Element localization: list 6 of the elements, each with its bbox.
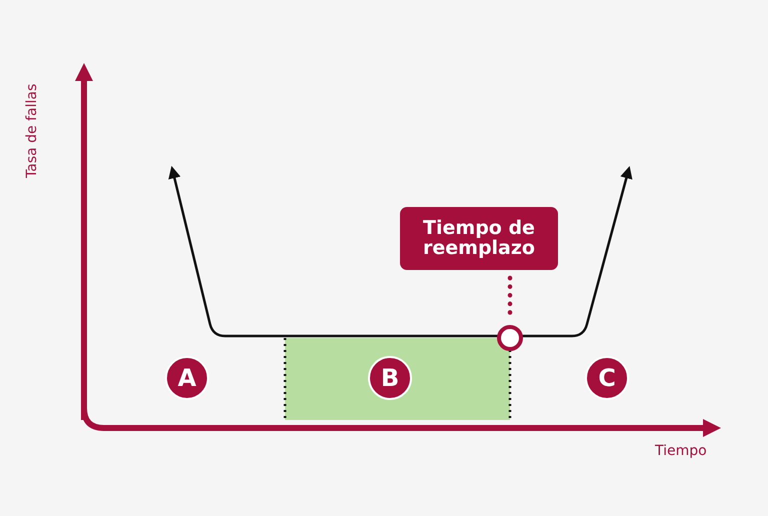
region-marker: C [585, 356, 629, 400]
marker-circle [497, 325, 523, 351]
callout-box: Tiempo de reemplazo [400, 207, 558, 270]
axis-label: Tasa de fallas [24, 84, 40, 178]
axis-label: Tiempo [655, 443, 707, 459]
region-marker: A [165, 356, 209, 400]
